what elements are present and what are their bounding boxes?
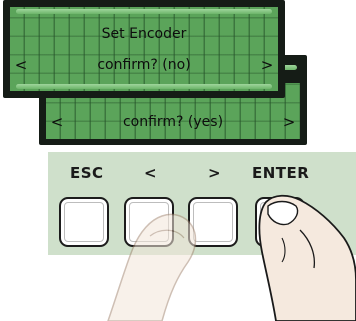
lcd-left-arrow: < [14, 56, 28, 74]
lcd-top-bar [16, 9, 272, 14]
lcd-title-text: Set Encoder [101, 26, 187, 42]
keypad: ESC < > ENTER [48, 152, 356, 255]
left-key-label: < [144, 164, 158, 182]
lcd-right-arrow: > [282, 113, 296, 131]
lcd-left-arrow: < [50, 113, 64, 131]
lcd-row-prompt: < confirm? (yes) > [46, 111, 300, 133]
lcd-right-arrow: > [260, 56, 274, 74]
right-key-label: > [208, 164, 222, 182]
lcd-prompt-text: confirm? (yes) [122, 114, 224, 130]
enter-key-label: ENTER [252, 164, 310, 182]
left-button[interactable] [124, 197, 174, 247]
lcd-panel-before: Set Encoder < confirm? (no) > [3, 0, 285, 98]
lcd-row-title: Set Encoder [10, 23, 278, 45]
lcd-row-prompt: < confirm? (no) > [10, 54, 278, 76]
esc-key-label: ESC [70, 164, 104, 182]
lcd-screen-before: Set Encoder < confirm? (no) > [10, 7, 278, 91]
lcd-prompt-text: confirm? (no) [97, 57, 191, 73]
enter-button[interactable] [255, 197, 305, 247]
esc-button[interactable] [59, 197, 109, 247]
lcd-bottom-bar [16, 84, 272, 89]
right-button[interactable] [188, 197, 238, 247]
